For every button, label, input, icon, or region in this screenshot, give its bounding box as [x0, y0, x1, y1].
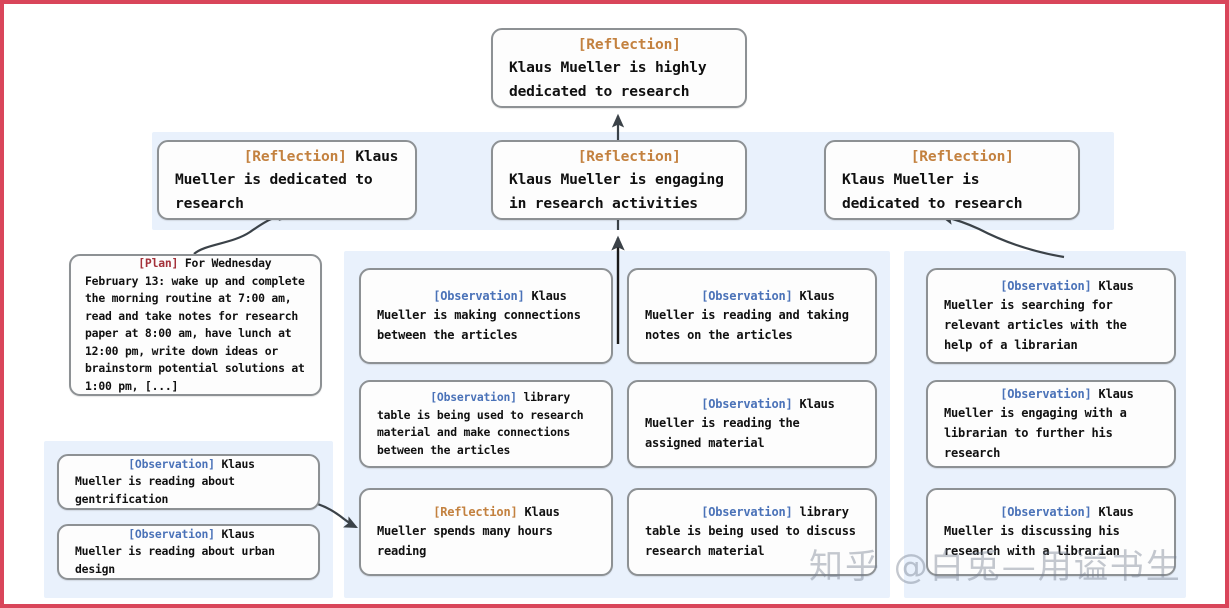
node-plan[interactable]: [Plan] For Wednesday February 13: wake u…	[69, 254, 322, 396]
node-observation-bottom-left-1[interactable]: [Observation] Klaus Mueller is reading a…	[57, 454, 320, 510]
tag-reflection: [Reflection]	[577, 147, 681, 165]
node-observation-right-2[interactable]: [Observation] Klaus Mueller is engaging …	[926, 380, 1176, 468]
tag-observation: [Observation]	[701, 288, 793, 303]
tag-observation: [Observation]	[1000, 386, 1092, 401]
tag-reflection: [Reflection]	[910, 147, 1014, 165]
node-text: Klaus Mueller is dedicated to research	[842, 147, 1023, 212]
node-reflection-right[interactable]: [Reflection] Klaus Mueller is dedicated …	[824, 140, 1080, 220]
node-root-reflection[interactable]: [Reflection] Klaus Mueller is highly ded…	[491, 28, 747, 108]
node-observation-mid-right-3[interactable]: [Observation] library table is being use…	[627, 488, 877, 576]
tag-observation: [Observation]	[433, 288, 525, 303]
node-text: Klaus Mueller is making connections betw…	[377, 288, 588, 342]
node-reflection-left[interactable]: [Reflection] Klaus Mueller is dedicated …	[157, 140, 417, 220]
node-text: Klaus Mueller is discussing his research…	[944, 504, 1141, 558]
tag-observation: [Observation]	[701, 396, 793, 411]
node-text: Klaus Mueller is dedicated to research	[175, 147, 407, 212]
node-observation-mid-right-1[interactable]: [Observation] Klaus Mueller is reading a…	[627, 268, 877, 364]
tag-observation: [Observation]	[430, 390, 517, 404]
node-text: Klaus Mueller is reading the assigned ma…	[645, 396, 842, 450]
node-text: Klaus Mueller is reading about urban des…	[75, 526, 282, 576]
node-reflection-mid-left-3[interactable]: [Reflection] Klaus Mueller spends many h…	[359, 488, 613, 576]
tag-reflection: [Reflection]	[243, 147, 347, 165]
node-observation-bottom-left-2[interactable]: [Observation] Klaus Mueller is reading a…	[57, 524, 320, 580]
node-text: For Wednesday February 13: wake up and c…	[85, 256, 312, 393]
tag-observation: [Observation]	[128, 456, 215, 471]
node-text: library table is being used to research …	[377, 390, 591, 457]
node-observation-mid-left-1[interactable]: [Observation] Klaus Mueller is making co…	[359, 268, 613, 364]
node-text: library table is being used to discuss r…	[645, 504, 863, 558]
tag-observation: [Observation]	[1000, 278, 1092, 293]
tag-observation: [Observation]	[701, 504, 793, 519]
node-text: Klaus Mueller is highly dedicated to res…	[509, 35, 716, 100]
node-text: Klaus Mueller is reading and taking note…	[645, 288, 856, 342]
node-text: Klaus Mueller is engaging in research ac…	[509, 147, 733, 212]
node-text: Klaus Mueller is searching for relevant …	[944, 278, 1141, 352]
node-text: Klaus Mueller is engaging with a librari…	[944, 386, 1141, 460]
diagram-canvas: [Reflection] Klaus Mueller is highly ded…	[4, 4, 1225, 604]
node-observation-right-3[interactable]: [Observation] Klaus Mueller is discussin…	[926, 488, 1176, 576]
tag-reflection: [Reflection]	[577, 35, 681, 53]
node-reflection-middle[interactable]: [Reflection] Klaus Mueller is engaging i…	[491, 140, 747, 220]
node-observation-mid-left-2[interactable]: [Observation] library table is being use…	[359, 380, 613, 468]
node-observation-right-1[interactable]: [Observation] Klaus Mueller is searching…	[926, 268, 1176, 364]
tag-reflection: [Reflection]	[433, 504, 518, 519]
node-observation-mid-right-2[interactable]: [Observation] Klaus Mueller is reading t…	[627, 380, 877, 468]
node-text: Klaus Mueller spends many hours reading	[377, 504, 567, 558]
tag-plan: [Plan]	[138, 256, 179, 270]
tag-observation: [Observation]	[128, 526, 215, 541]
node-text: Klaus Mueller is reading about gentrific…	[75, 456, 262, 506]
tag-observation: [Observation]	[1000, 504, 1092, 519]
